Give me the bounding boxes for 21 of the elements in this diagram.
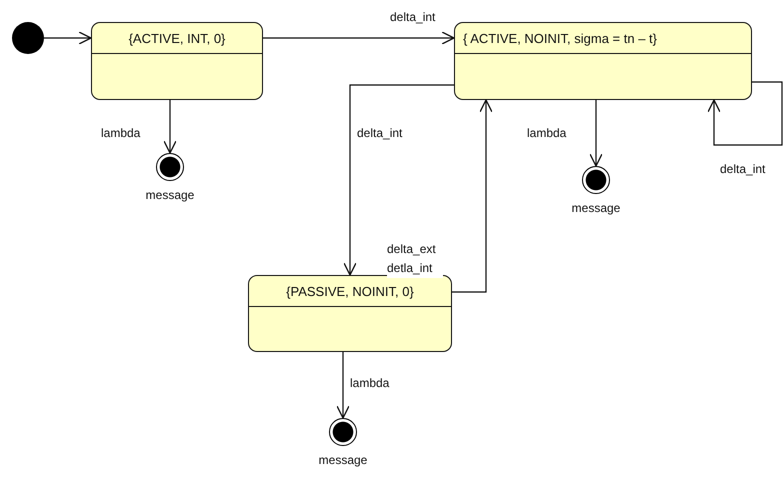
transition-arrow: [589, 100, 603, 167]
transition-arrow: [263, 31, 455, 45]
transition-arrow: [452, 99, 493, 293]
transition-arrow: [707, 81, 783, 146]
transition-arrow: [336, 352, 350, 419]
state-box: [91, 22, 263, 100]
transition-arrow: [343, 84, 454, 276]
state-caption: message: [572, 201, 620, 215]
state-caption: message: [318, 453, 368, 467]
state-box: [454, 22, 752, 100]
state-name: {ACTIVE, INT, 0}: [128, 30, 226, 46]
final-state-circle: [329, 418, 357, 446]
final-state-circle: [582, 166, 610, 194]
initial-state-dot: [12, 22, 44, 54]
transition-arrow: [44, 31, 92, 45]
transition-arrow: [163, 100, 177, 154]
state-name: {PASSIVE, NOINIT, 0}: [286, 284, 414, 298]
state-name: { ACTIVE, NOINIT, sigma = tn – t}: [463, 30, 657, 46]
state-box: [248, 275, 452, 352]
final-state-circle: [156, 153, 184, 181]
state-caption: message: [146, 188, 194, 202]
